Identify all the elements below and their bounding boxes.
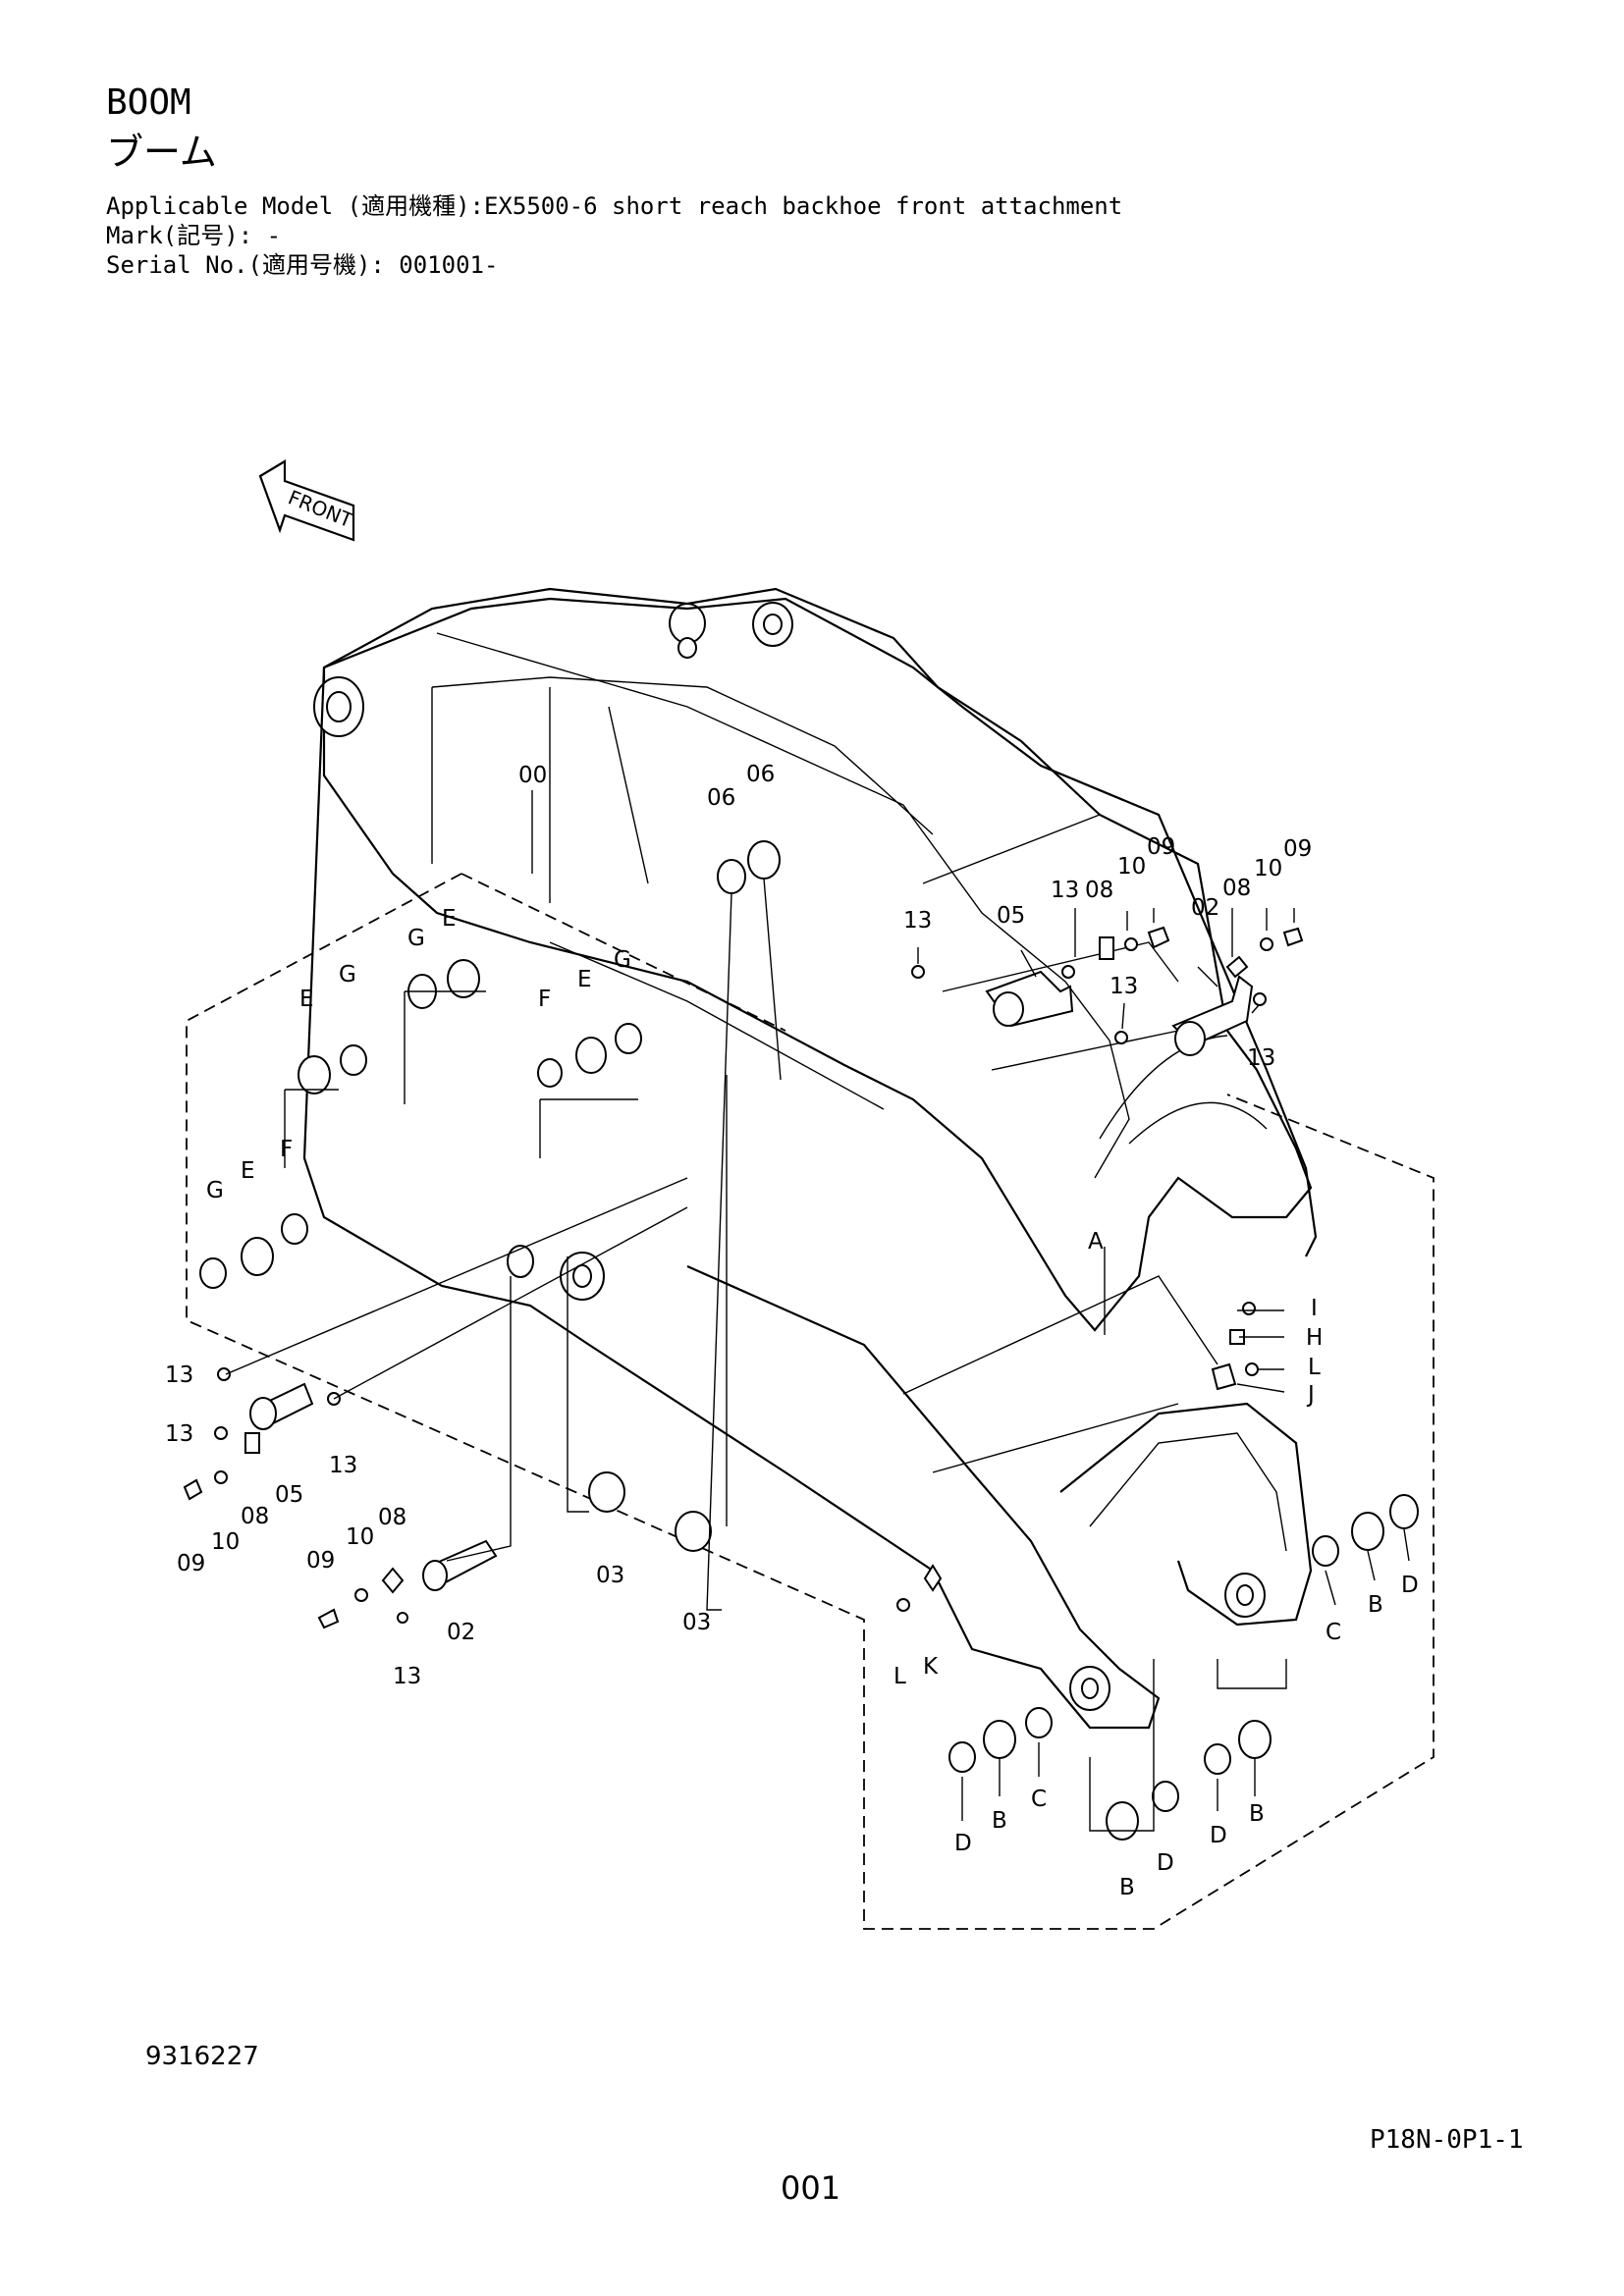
applicable-model: Applicable Model (適用機種):EX5500-6 short r… bbox=[106, 192, 1123, 220]
callout-09: 09 bbox=[1147, 834, 1175, 860]
callout-J: J bbox=[1306, 1382, 1315, 1408]
callout-B: B bbox=[1368, 1592, 1383, 1618]
callout-13: 13 bbox=[1247, 1045, 1275, 1071]
left-bushing-stack-icons bbox=[199, 959, 642, 1289]
callout-G: G bbox=[206, 1178, 224, 1203]
bracket-hardware-icons bbox=[896, 1302, 1259, 1612]
boom-lower-outline bbox=[302, 597, 1318, 1730]
bushing-03-icons bbox=[588, 1471, 712, 1552]
callout-F: F bbox=[280, 1137, 293, 1162]
callout-D: D bbox=[1401, 1573, 1419, 1598]
callout-13: 13 bbox=[165, 1362, 193, 1388]
callout-E: E bbox=[241, 1158, 255, 1184]
callout-13: 13 bbox=[903, 908, 932, 934]
leader-lines bbox=[225, 790, 1410, 1832]
callout-10: 10 bbox=[1117, 854, 1146, 880]
callout-08: 08 bbox=[378, 1505, 406, 1530]
callout-05: 05 bbox=[997, 903, 1025, 929]
pin-05-upper-icon bbox=[985, 970, 1074, 1028]
page-title-japanese: ブーム bbox=[106, 131, 217, 174]
front-arrow-icon: FRONT bbox=[258, 459, 356, 542]
callout-13: 13 bbox=[329, 1453, 357, 1478]
sheet-code: P18N-0P1-1 bbox=[1370, 2125, 1524, 2155]
serial-number-field: Serial No.(適用号機): 001001- bbox=[106, 251, 499, 279]
document-number: 9316227 bbox=[145, 2042, 259, 2071]
callout-10: 10 bbox=[1254, 856, 1282, 881]
callout-03: 03 bbox=[682, 1610, 711, 1635]
callout-E: E bbox=[442, 906, 457, 932]
mark-field: Mark(記号): - bbox=[106, 222, 282, 249]
callout-03: 03 bbox=[596, 1563, 624, 1588]
callout-E: E bbox=[299, 987, 314, 1012]
right-bushing-stack-icons bbox=[948, 1494, 1419, 1841]
callout-B: B bbox=[1249, 1801, 1265, 1827]
pin-02-lower-icon bbox=[317, 1539, 498, 1629]
callout-G: G bbox=[407, 926, 425, 951]
callout-08: 08 bbox=[1085, 878, 1113, 903]
callout-13: 13 bbox=[1110, 974, 1138, 999]
callout-10: 10 bbox=[211, 1529, 240, 1555]
callout-05: 05 bbox=[275, 1482, 303, 1508]
callout-02: 02 bbox=[1191, 895, 1219, 921]
callout-F: F bbox=[538, 987, 551, 1012]
callout-09: 09 bbox=[306, 1548, 335, 1574]
pin-05-lower-icon bbox=[183, 1367, 341, 1501]
callout-C: C bbox=[1326, 1620, 1341, 1645]
bushing-06-icons bbox=[717, 840, 781, 894]
small-hardware-icons bbox=[911, 926, 1304, 1044]
callout-06: 06 bbox=[746, 762, 775, 787]
callout-10: 10 bbox=[346, 1524, 374, 1550]
callout-I: I bbox=[1311, 1296, 1318, 1321]
callout-08: 08 bbox=[1222, 876, 1251, 901]
callout-L: L bbox=[893, 1664, 906, 1689]
callout-G: G bbox=[339, 962, 356, 988]
callout-08: 08 bbox=[241, 1504, 269, 1529]
callout-13: 13 bbox=[165, 1421, 193, 1447]
pin-02-upper-icon bbox=[1171, 975, 1254, 1056]
callout-H: H bbox=[1306, 1325, 1323, 1351]
callout-13: 13 bbox=[393, 1664, 421, 1689]
assembly-boundary bbox=[186, 873, 1435, 1930]
front-arrow-label: FRONT bbox=[285, 485, 356, 532]
callout-09: 09 bbox=[177, 1551, 205, 1576]
callout-00: 00 bbox=[518, 763, 547, 788]
page-number: 001 bbox=[781, 2169, 841, 2207]
callout-G: G bbox=[614, 947, 631, 973]
callout-13: 13 bbox=[1051, 878, 1079, 903]
callout-13: 02 bbox=[447, 1620, 475, 1645]
page-title: BOOM bbox=[106, 82, 191, 123]
callout-D: D bbox=[954, 1831, 972, 1856]
callout-L: L bbox=[1308, 1355, 1321, 1380]
callout-06: 06 bbox=[707, 785, 735, 811]
callout-D: D bbox=[1157, 1850, 1174, 1876]
callout-B: B bbox=[1119, 1875, 1135, 1900]
callout-C: C bbox=[1031, 1787, 1047, 1812]
boom-body bbox=[313, 587, 1313, 1711]
callout-A: A bbox=[1088, 1229, 1104, 1255]
callout-09: 09 bbox=[1283, 836, 1312, 862]
callout-E: E bbox=[577, 967, 592, 992]
callout-D: D bbox=[1210, 1823, 1227, 1848]
callout-B: B bbox=[992, 1808, 1007, 1834]
callout-K: K bbox=[923, 1654, 939, 1680]
